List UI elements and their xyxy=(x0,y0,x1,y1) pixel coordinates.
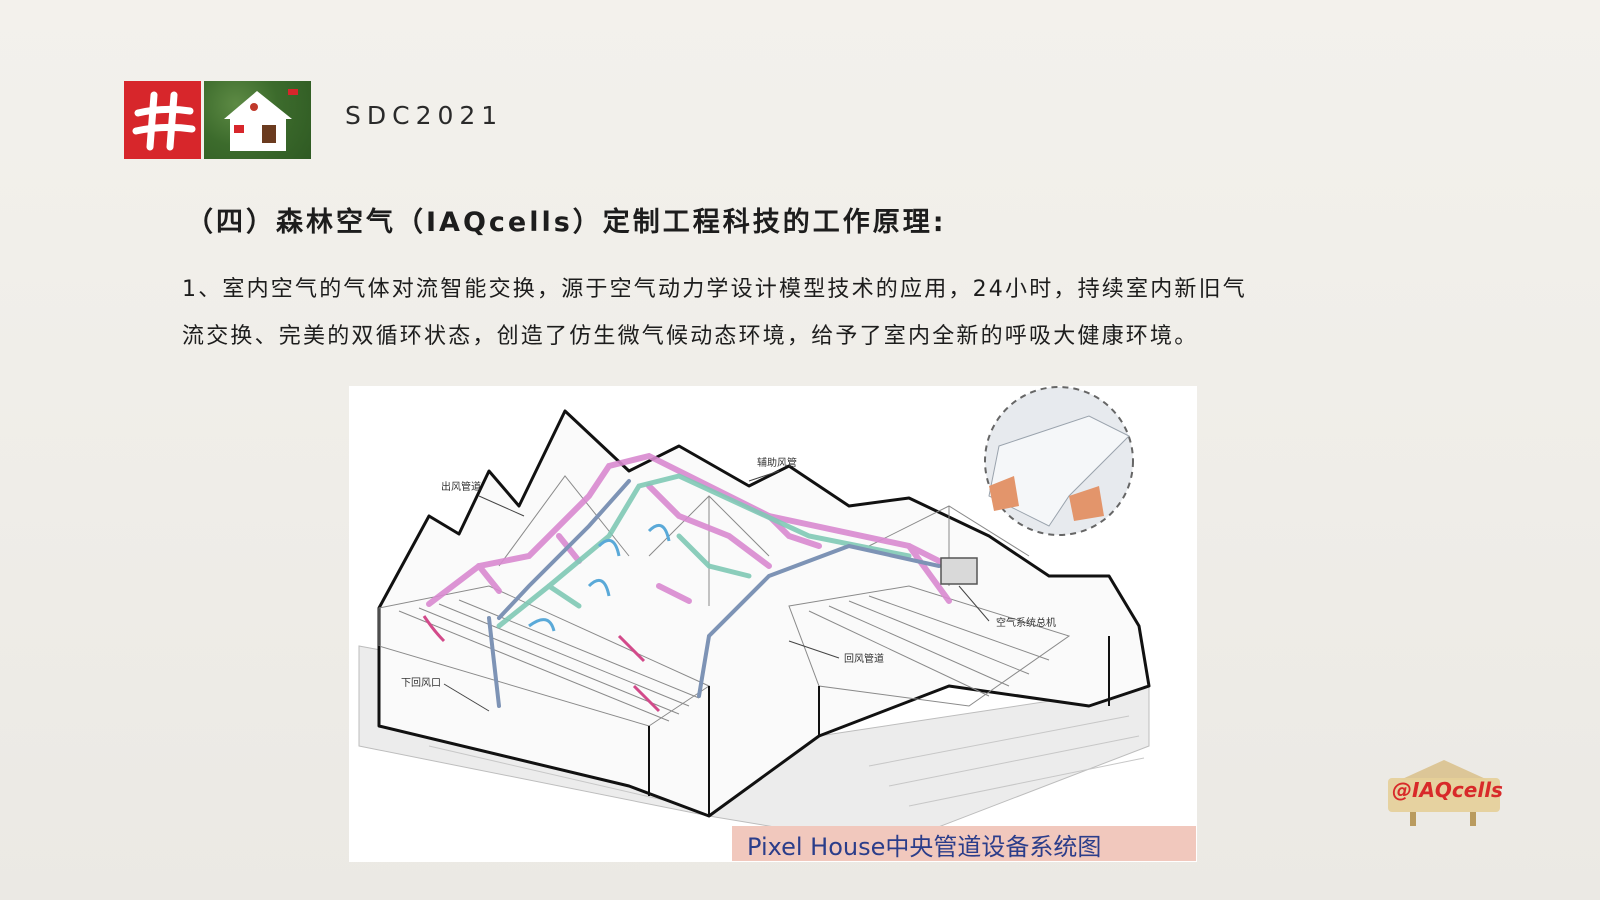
brand-logo-red xyxy=(124,81,201,159)
label-air-system: 空气系统总机 xyxy=(996,616,1056,629)
label-lower-return: 下回风口 xyxy=(401,677,441,689)
figure-caption: Pixel House中央管道设备系统图 xyxy=(747,833,1102,861)
label-return-duct: 回风管道 xyxy=(844,652,884,665)
brand-mark: SDC2021 xyxy=(345,101,504,130)
house-duct-illustration: 出风管道 辅助风管 空气系统总机 回风管道 下回风口 xyxy=(358,386,1151,847)
duct-system-figure: 出风管道 辅助风管 空气系统总机 回风管道 下回风口 Pixel House中央… xyxy=(349,386,1197,862)
hash-glyph-icon xyxy=(132,91,196,151)
cabin-sign-icon xyxy=(1380,760,1508,828)
pixel-house-logo xyxy=(204,81,311,159)
label-aux-duct: 辅助风管 xyxy=(757,456,797,469)
figure-caption-bar xyxy=(732,826,1196,861)
paragraph-line: 1、室内空气的气体对流智能交换，源于空气动力学设计模型技术的应用，24小时，持续… xyxy=(182,277,1247,302)
watermark-text: @IAQcells xyxy=(1392,778,1503,802)
label-outlet-duct: 出风管道 xyxy=(441,480,481,493)
house-icon xyxy=(224,89,298,151)
description-paragraph: 1、室内空气的气体对流智能交换，源于空气动力学设计模型技术的应用，24小时，持续… xyxy=(182,266,1422,360)
section-heading: （四）森林空气（IAQcells）定制工程科技的工作原理: xyxy=(186,207,947,238)
paragraph-line: 流交换、完美的双循环状态，创造了仿生微气候动态环境，给予了室内全新的呼吸大健康环… xyxy=(182,324,1199,349)
